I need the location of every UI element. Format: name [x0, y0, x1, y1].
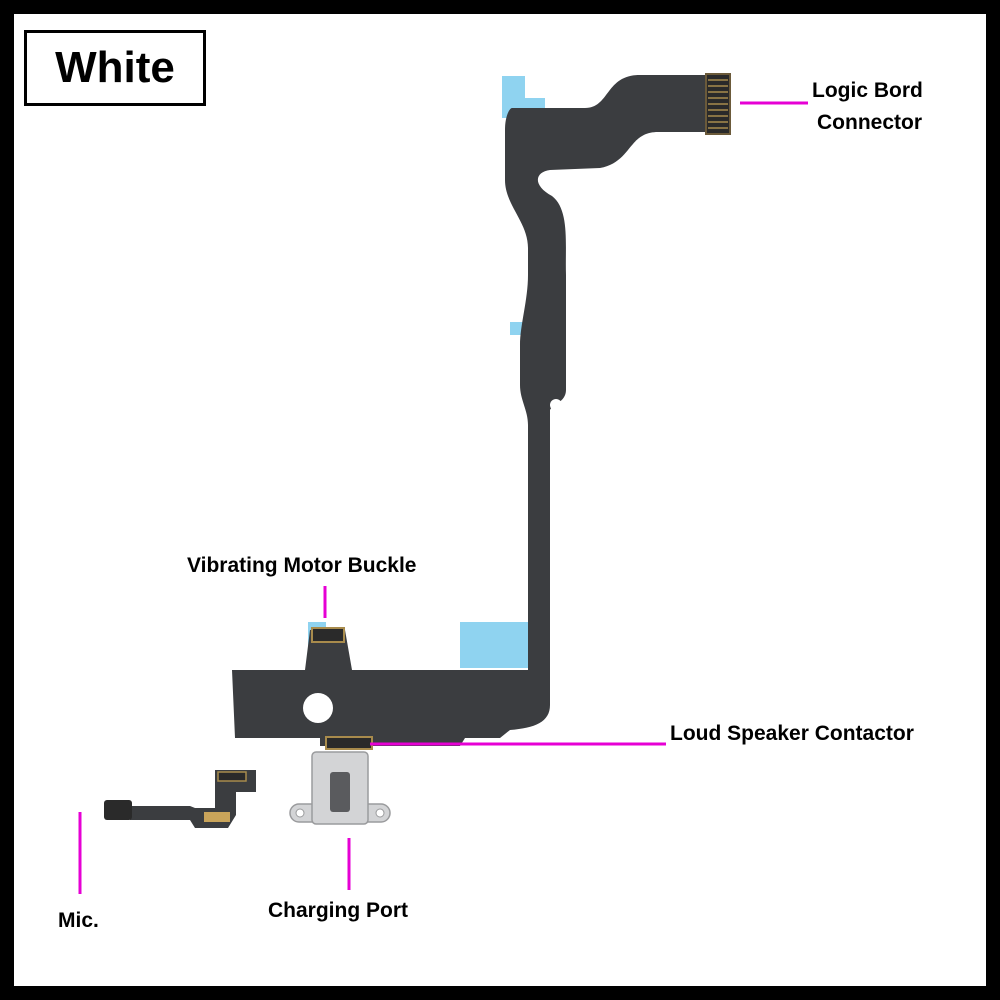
mic-label: Mic. [58, 909, 99, 932]
leader-lines [78, 101, 808, 894]
mic-block [104, 800, 132, 820]
mounting-hole [303, 693, 333, 723]
logic-board-connector-label-line2: Connector [817, 111, 922, 134]
charging-port-block [289, 751, 391, 825]
flex-cable-main [232, 75, 720, 746]
vibrating-motor-connector-block [311, 627, 345, 643]
loud-speaker-contactor-label: Loud Speaker Contactor [670, 722, 914, 745]
color-badge: White [24, 30, 206, 106]
logic-board-connector-label-line1: Logic Bord [812, 79, 923, 102]
cable-notch [550, 399, 562, 411]
loud-speaker-connector-block [325, 736, 373, 750]
vibrating-motor-buckle-label: Vibrating Motor Buckle [187, 554, 417, 577]
charging-port-label: Charging Port [268, 899, 408, 922]
